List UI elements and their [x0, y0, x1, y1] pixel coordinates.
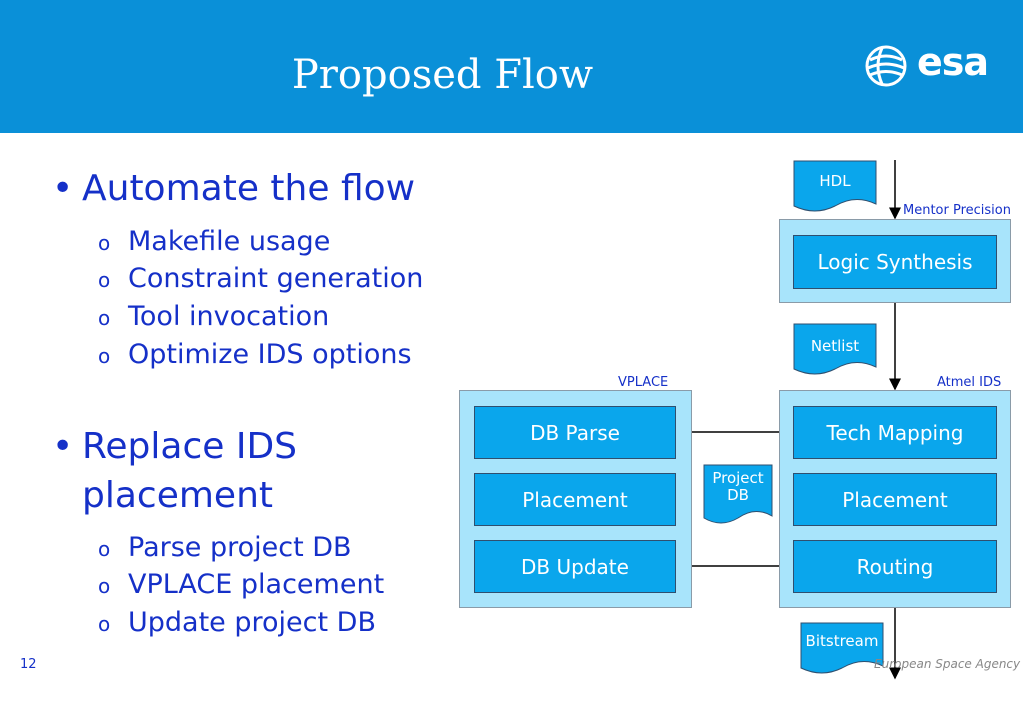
doc-hdl: HDL: [793, 160, 877, 214]
doc-project-db-line1: Project: [712, 469, 764, 487]
document-icon: [800, 622, 884, 674]
agency-name: European Space Agency: [874, 657, 1021, 671]
bullet-replace-line2: placement: [82, 475, 274, 516]
box-logic-synthesis: Logic Synthesis: [793, 235, 997, 289]
box-placement-ids: Placement: [793, 473, 997, 526]
box-placement-vplace: Placement: [474, 473, 676, 526]
slide-title: Proposed Flow: [291, 52, 594, 98]
doc-netlist: Netlist: [793, 323, 877, 377]
esa-logo: esa: [862, 40, 1002, 92]
doc-netlist-label: Netlist: [810, 337, 860, 355]
doc-project-db-line2: DB: [727, 486, 749, 504]
esa-globe-icon: [865, 45, 907, 87]
header-bar: Proposed Flow esa: [0, 0, 1023, 133]
doc-bitstream-label: Bitstream: [805, 632, 879, 650]
label-vplace: VPLACE: [618, 375, 669, 390]
document-icon: [703, 464, 773, 524]
label-atmel-ids: Atmel IDS: [937, 375, 1002, 390]
page-number: 12: [20, 657, 37, 672]
label-mentor-precision: Mentor Precision: [903, 203, 1011, 218]
doc-hdl-label: HDL: [819, 172, 851, 190]
box-tech-mapping: Tech Mapping: [793, 406, 997, 459]
document-icon: [793, 323, 877, 375]
doc-bitstream: Bitstream: [800, 622, 884, 676]
bullet-automate: •Automate the flow: [52, 168, 416, 209]
box-db-update: DB Update: [474, 540, 676, 593]
esa-logo-text: esa: [917, 40, 989, 84]
box-db-parse: DB Parse: [474, 406, 676, 459]
bullet-replace: •Replace IDS: [52, 426, 298, 467]
box-routing: Routing: [793, 540, 997, 593]
doc-project-db: Project DB: [703, 464, 773, 526]
document-icon: [793, 160, 877, 212]
